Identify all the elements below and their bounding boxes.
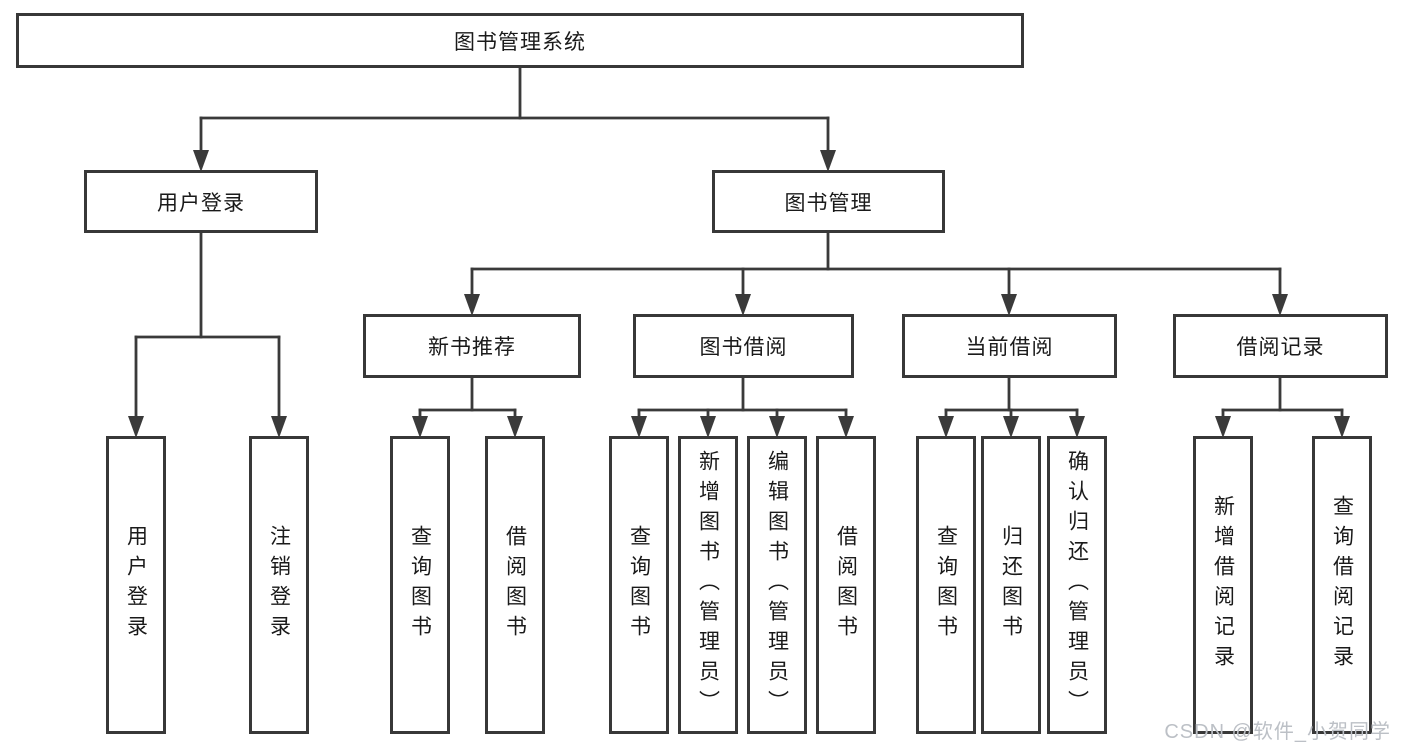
leaf-label: 借阅图书 bbox=[834, 525, 858, 645]
node-leaf-logout: 注销登录 bbox=[249, 436, 309, 734]
node-user-login: 用户登录 bbox=[84, 170, 318, 233]
node-leaf-user-login: 用户登录 bbox=[106, 436, 166, 734]
node-leaf-records-add-record: 新增借阅记录 bbox=[1193, 436, 1253, 734]
leaf-label: 新增借阅记录 bbox=[1211, 495, 1235, 675]
node-borrow-records: 借阅记录 bbox=[1173, 314, 1388, 378]
node-leaf-borrow-borrow-books: 借阅图书 bbox=[816, 436, 876, 734]
node-book-management: 图书管理 bbox=[712, 170, 945, 233]
node-book-borrowing: 图书借阅 bbox=[633, 314, 854, 378]
leaf-label: 归还图书 bbox=[999, 525, 1023, 645]
node-root: 图书管理系统 bbox=[16, 13, 1024, 68]
node-leaf-recommend-search-books: 查询图书 bbox=[390, 436, 450, 734]
node-leaf-records-search-record: 查询借阅记录 bbox=[1312, 436, 1372, 734]
leaf-label: 编辑图书（管理员） bbox=[765, 450, 789, 720]
node-book-borrowing-label: 图书借阅 bbox=[699, 336, 788, 359]
leaf-label: 确认归还（管理员） bbox=[1065, 450, 1089, 720]
leaf-label: 新增图书（管理员） bbox=[696, 450, 720, 720]
node-current-borrowing: 当前借阅 bbox=[902, 314, 1117, 378]
node-user-login-label: 用户登录 bbox=[157, 191, 245, 215]
leaf-label: 查询图书 bbox=[627, 525, 651, 645]
node-leaf-current-search-books: 查询图书 bbox=[916, 436, 976, 734]
node-new-book-recommend-label: 新书推荐 bbox=[428, 336, 516, 359]
leaf-label: 用户登录 bbox=[124, 525, 148, 645]
leaf-label: 借阅图书 bbox=[503, 525, 527, 645]
leaf-label: 查询图书 bbox=[408, 525, 432, 645]
leaf-label: 查询图书 bbox=[934, 525, 958, 645]
node-new-book-recommend: 新书推荐 bbox=[363, 314, 581, 378]
node-leaf-recommend-borrow-books: 借阅图书 bbox=[485, 436, 545, 734]
leaf-label: 查询借阅记录 bbox=[1330, 495, 1354, 675]
node-root-label: 图书管理系统 bbox=[454, 30, 586, 54]
node-leaf-borrow-add-book-admin: 新增图书（管理员） bbox=[678, 436, 738, 734]
node-book-management-label: 图书管理 bbox=[784, 191, 873, 215]
csdn-watermark: CSDN @软件_小贺同学 bbox=[1164, 721, 1391, 743]
node-current-borrowing-label: 当前借阅 bbox=[965, 336, 1054, 359]
leaf-label: 注销登录 bbox=[267, 525, 291, 645]
node-borrow-records-label: 借阅记录 bbox=[1236, 336, 1325, 359]
node-leaf-borrow-search-books: 查询图书 bbox=[609, 436, 669, 734]
node-leaf-current-return-books: 归还图书 bbox=[981, 436, 1041, 734]
node-leaf-borrow-edit-book-admin: 编辑图书（管理员） bbox=[747, 436, 807, 734]
node-leaf-current-confirm-return-admin: 确认归还（管理员） bbox=[1047, 436, 1107, 734]
